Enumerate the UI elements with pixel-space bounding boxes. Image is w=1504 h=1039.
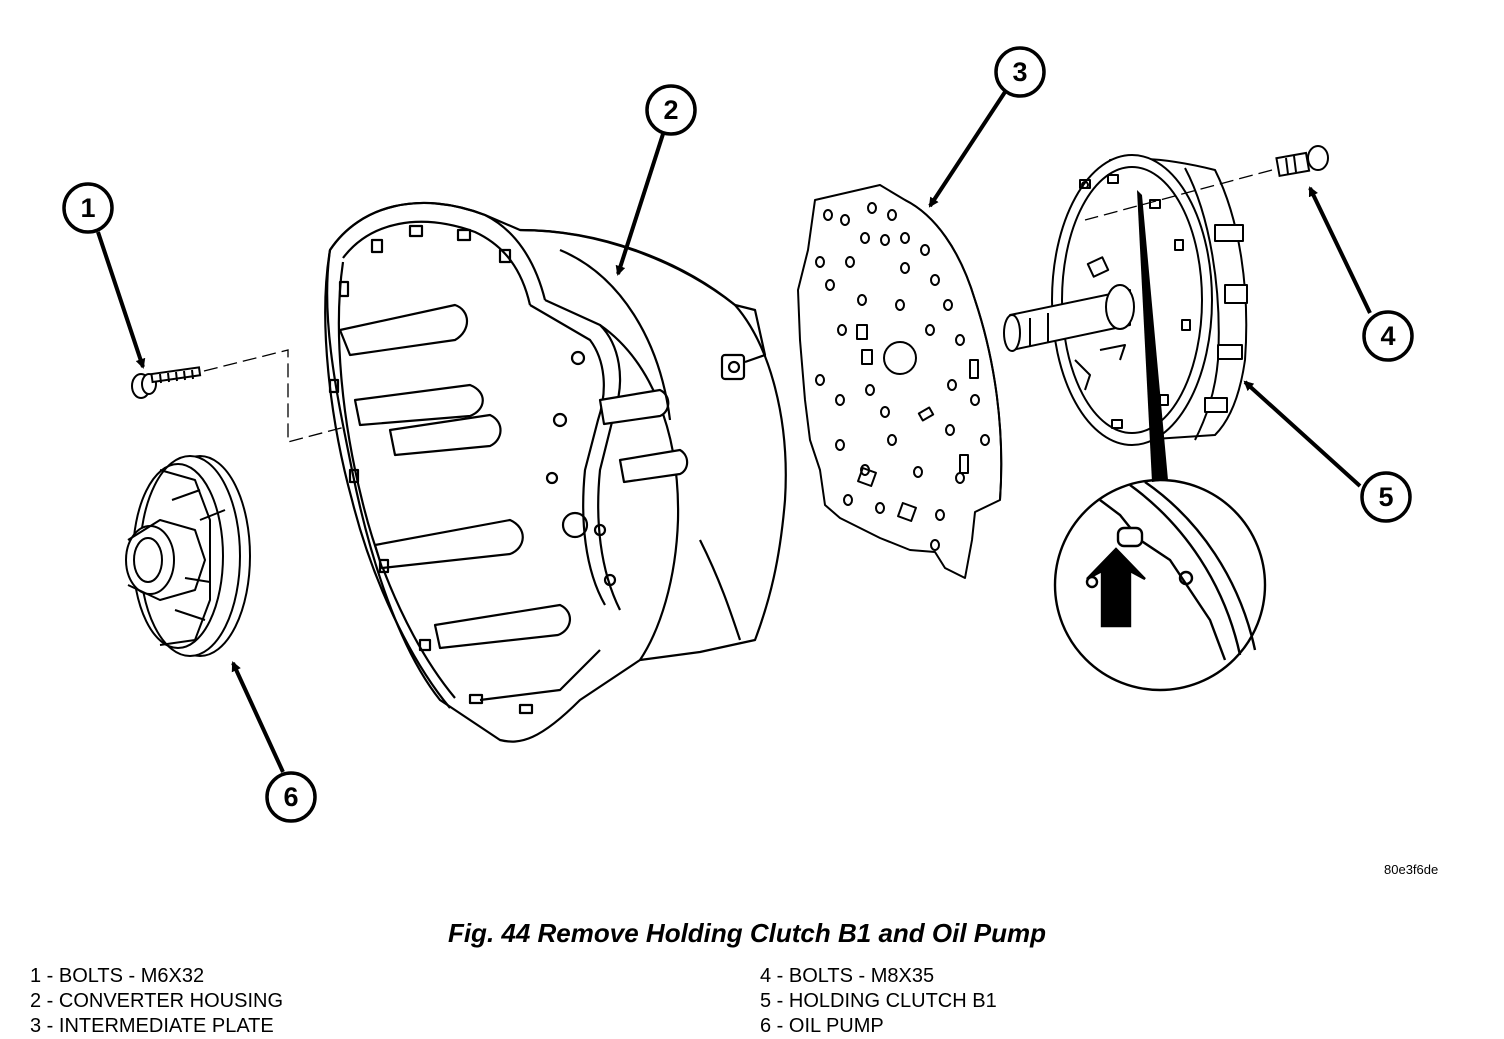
converter-housing-part [324,201,787,743]
leader-1 [96,231,146,369]
callout-2: 2 [645,84,697,136]
callout-5: 5 [1360,471,1412,523]
svg-text:6: 6 [283,782,298,812]
legend-right-column: 4 - BOLTS - M8X35 5 - HOLDING CLUTCH B1 … [760,964,997,1039]
holding-clutch-b1-part [1003,154,1248,446]
exploded-view-diagram: 1 2 3 4 5 6 [62,46,1414,823]
leader-6 [231,661,285,773]
svg-text:5: 5 [1378,482,1393,512]
legend-item-4: 4 - BOLTS - M8X35 [760,965,935,987]
legend-item-3: 3 - INTERMEDIATE PLATE [30,1015,274,1037]
callout-1: 1 [62,182,114,234]
leader-5 [1243,380,1362,488]
figure-reference-code: 80e3f6de [1384,862,1439,877]
assembly-line-bolt-1 [203,349,561,443]
assembly-line-bolt-4 [1084,169,1273,221]
leader-2 [615,133,665,276]
detail-magnifier-view [1053,190,1267,692]
leader-3 [928,90,1007,208]
leader-4 [1308,186,1372,314]
svg-text:4: 4 [1380,321,1395,351]
callout-leaders [96,90,1372,773]
legend-item-1: 1 - BOLTS - M6X32 [30,965,205,987]
legend-item-6: 6 - OIL PUMP [760,1015,884,1037]
figure-caption: Fig. 44 Remove Holding Clutch B1 and Oil… [447,918,1047,948]
legend-item-2: 2 - CONVERTER HOUSING [30,990,283,1012]
callout-3: 3 [994,46,1046,98]
svg-text:1: 1 [80,193,95,223]
bolt-m8x35-part [1275,145,1329,178]
intermediate-plate-part [797,184,1003,579]
svg-text:2: 2 [663,95,678,125]
bolt-m6x32-part [131,366,202,399]
legend-item-5: 5 - HOLDING CLUTCH B1 [760,990,997,1012]
svg-text:3: 3 [1012,57,1027,87]
callout-6: 6 [265,771,317,823]
oil-pump-part [125,455,251,657]
callout-4: 4 [1362,310,1414,362]
legend-left-column: 1 - BOLTS - M6X32 2 - CONVERTER HOUSING … [30,964,283,1039]
